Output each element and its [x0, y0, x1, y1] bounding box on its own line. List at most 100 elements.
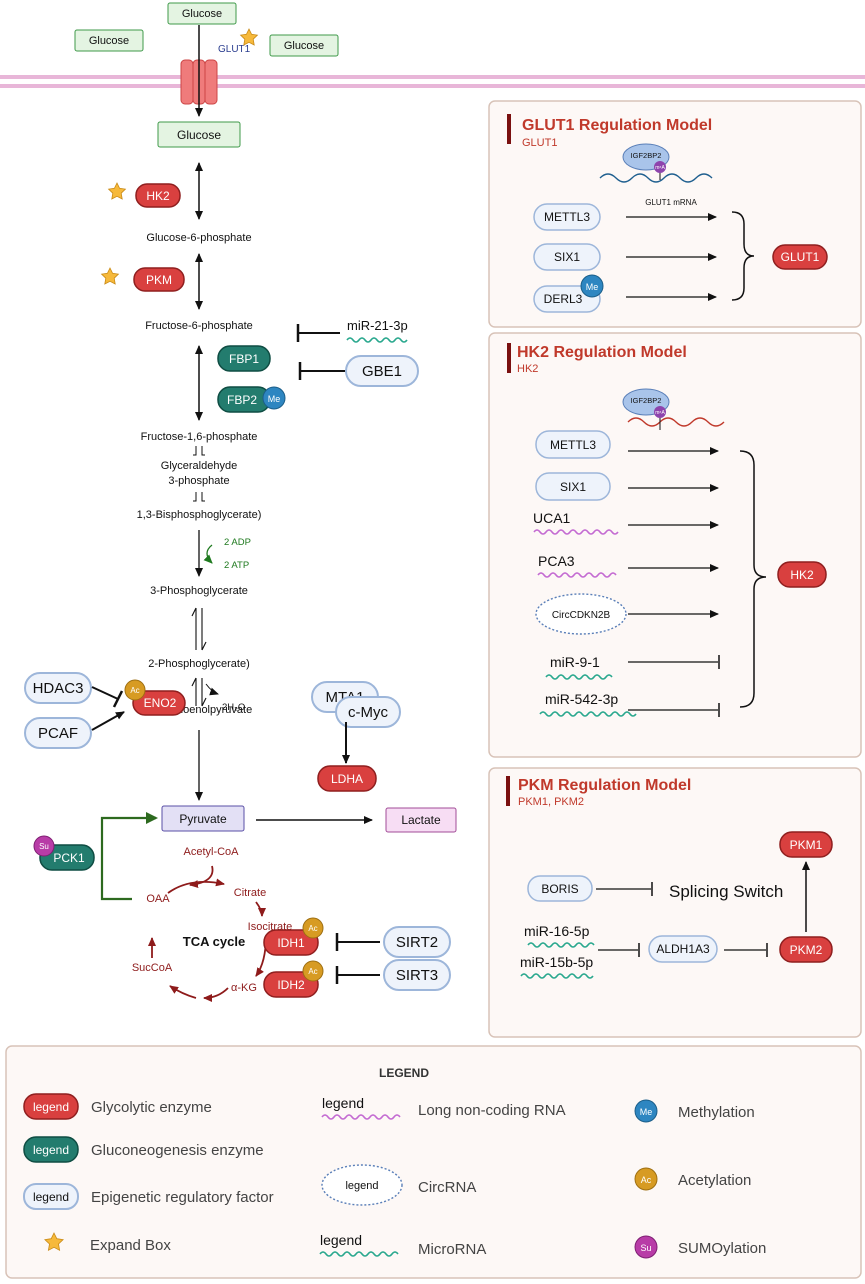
lactate-box: Lactate: [385, 807, 457, 833]
hk2-mrna-icon: [627, 417, 725, 427]
sirt2-factor[interactable]: SIRT2: [383, 926, 451, 958]
legend-acetylation-label: Acetylation: [678, 1172, 751, 1189]
legend-su-label: Su: [640, 1243, 651, 1253]
hk2-panel-subtitle: HK2: [517, 363, 538, 375]
legend-chip-label: legend: [322, 1095, 364, 1111]
gap-label-line1: Glyceraldehyde: [161, 460, 237, 472]
hk2-regulator-4[interactable]: PCA3: [537, 553, 617, 578]
glucose-outside-label: Glucose: [182, 8, 222, 20]
hk2-regulator-label: CircCDKN2B: [552, 610, 611, 621]
pkm-panel-subtitle: PKM1, PKM2: [518, 796, 584, 808]
boris-factor[interactable]: BORIS: [527, 875, 593, 902]
glut1-igf2bp2-label: IGF2BP2: [631, 151, 662, 160]
hk2-regulator-5[interactable]: CircCDKN2B: [535, 593, 627, 635]
glucose-outside-box: Glucose: [167, 2, 237, 25]
lactate-label: Lactate: [401, 813, 441, 827]
pck1-su-label: Su: [39, 842, 49, 851]
cmyc-factor[interactable]: c-Myc: [335, 696, 401, 728]
pck1-enzyme[interactable]: PCK1 Su: [33, 835, 95, 871]
legend-expand: Expand Box: [44, 1232, 171, 1254]
hk2-regulator-6[interactable]: miR-9-1: [545, 654, 613, 680]
legend-circrna: legend CircRNA: [321, 1164, 476, 1206]
glut1-regulator-label: SIX1: [554, 250, 580, 264]
fbp2-enzyme[interactable]: FBP2 Me: [217, 386, 286, 413]
hk2-enzyme[interactable]: HK2: [135, 183, 181, 208]
aldh1a3-label: ALDH1A3: [656, 942, 710, 956]
equilibrium-icon: [193, 492, 205, 502]
pkm1-target[interactable]: PKM1: [779, 831, 833, 858]
idh1-label: IDH1: [277, 936, 305, 950]
legend-chip-label: legend: [33, 1190, 69, 1204]
pcaf-label: PCAF: [38, 725, 78, 742]
ldha-label: LDHA: [331, 772, 363, 786]
pkm-star-icon: [100, 267, 120, 285]
pkm-enzyme[interactable]: PKM: [133, 267, 185, 292]
glut1-panel-subtitle: GLUT1: [522, 137, 557, 149]
glucose-left-label: Glucose: [89, 35, 129, 47]
hk2-regulator-1[interactable]: METTL3: [535, 430, 611, 459]
glut1-regulator-1[interactable]: METTL3: [533, 203, 601, 231]
glut1-panel-title: GLUT1 Regulation Model: [522, 117, 712, 134]
idh1-enzyme[interactable]: IDH1 Ac: [263, 917, 324, 956]
water-label: 2H₂O: [222, 702, 245, 713]
atp-curve-arrow: [203, 544, 213, 564]
oaa-label: OAA: [146, 893, 170, 905]
glut1-regulator-2[interactable]: SIX1: [533, 243, 601, 271]
idh2-enzyme[interactable]: IDH2 Ac: [263, 960, 324, 998]
glucose-inside-box: Glucose: [157, 121, 241, 148]
f16p-label: Fructose-1,6-phosphate: [141, 431, 258, 443]
f6p-label: Fructose-6-phosphate: [145, 320, 253, 332]
sirt3-label: SIRT3: [396, 967, 438, 984]
pkm2-target[interactable]: PKM2: [779, 936, 833, 963]
citrate-label: Citrate: [234, 887, 266, 899]
boris-label: BORIS: [541, 882, 578, 896]
legend-mirna-label: MicroRNA: [418, 1241, 486, 1258]
glut1-target[interactable]: GLUT1: [772, 244, 828, 270]
ldha-enzyme[interactable]: LDHA: [317, 765, 377, 792]
glut1-brace: [731, 211, 755, 301]
hk2-label: HK2: [146, 189, 170, 203]
idh2-ac-label: Ac: [308, 967, 317, 976]
glut1-mrna-icon: [599, 173, 713, 183]
gbe1-factor[interactable]: GBE1: [345, 355, 419, 387]
hk2-igf2bp2-label: IGF2BP2: [631, 396, 662, 405]
fbp2-label: FBP2: [227, 393, 257, 407]
hk2-regulator-7[interactable]: miR-542-3p: [539, 691, 637, 717]
eno2-enzyme[interactable]: ENO2 Ac: [124, 679, 186, 716]
m6a-icon: [654, 406, 666, 418]
pkm-panel-title: PKM Regulation Model: [518, 777, 691, 794]
derl3-methylation-icon: [580, 274, 604, 298]
hk2-regulator-2[interactable]: SIX1: [535, 472, 611, 501]
aldh1a3-factor[interactable]: ALDH1A3: [648, 935, 718, 963]
cmyc-label: c-Myc: [348, 704, 388, 721]
mir15b-label: miR-15b-5p: [520, 954, 593, 970]
hdac3-label: HDAC3: [33, 680, 84, 697]
legend-gluconeo: legend Gluconeogenesis enzyme: [23, 1136, 264, 1163]
acetyl-coa-label: Acetyl-CoA: [183, 846, 239, 858]
legend-gluconeo-label: Gluconeogenesis enzyme: [91, 1142, 264, 1159]
glut1-target-label: GLUT1: [781, 250, 820, 264]
splicing-switch-label: Splicing Switch: [669, 882, 783, 901]
legend-chip-label: legend: [33, 1100, 69, 1114]
legend-mirna-icon: [319, 1251, 399, 1257]
eno2-ac-label: Ac: [130, 686, 139, 695]
glut1-regulator-3[interactable]: DERL3 Me: [533, 274, 604, 313]
mir21-label: miR-21-3p: [347, 318, 408, 333]
legend-methylation-icon: [634, 1099, 658, 1123]
hk2-target[interactable]: HK2: [777, 561, 827, 588]
gbe1-label: GBE1: [362, 363, 402, 380]
derl3-me-label: Me: [586, 282, 599, 292]
pck1-label: PCK1: [53, 851, 85, 865]
mir21-mirna-icon: [346, 337, 408, 343]
fbp1-enzyme[interactable]: FBP1: [217, 345, 271, 372]
hdac3-factor[interactable]: HDAC3: [24, 672, 92, 704]
pcaf-activate-arrow: [91, 711, 125, 731]
fbp2-methylation-icon: [262, 386, 286, 410]
legend-epigenetic-label: Epigenetic regulatory factor: [91, 1189, 274, 1206]
pcaf-factor[interactable]: PCAF: [24, 717, 92, 749]
sirt3-factor[interactable]: SIRT3: [383, 959, 451, 991]
g6p-label: Glucose-6-phosphate: [146, 232, 251, 244]
hk2-regulator-3[interactable]: UCA1: [533, 510, 619, 535]
pyruvate-box: Pyruvate: [161, 805, 245, 832]
legend-methylation-label: Methylation: [678, 1104, 755, 1121]
